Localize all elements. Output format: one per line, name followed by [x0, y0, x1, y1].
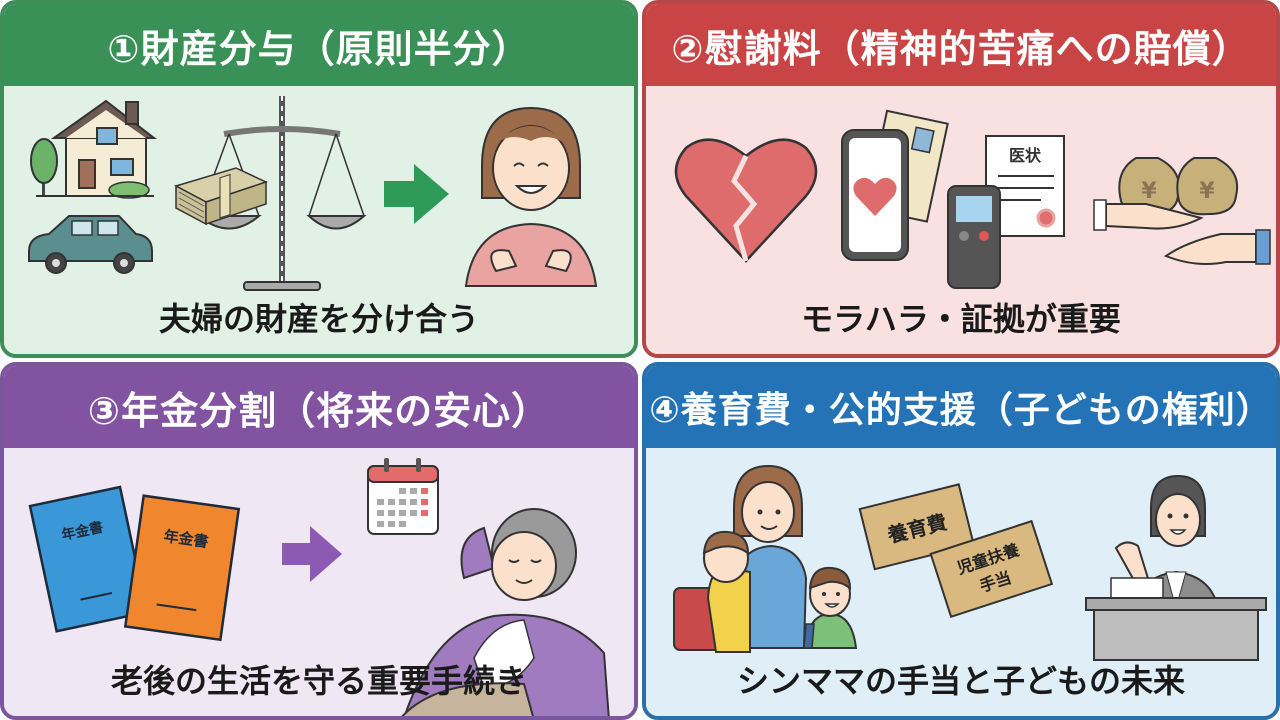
panel-title: ①財産分与（原則半分） [4, 4, 634, 86]
smartphone-icon [841, 129, 909, 261]
counter-staff-icon [1085, 474, 1267, 661]
relaxed-elderly-woman-icon [401, 508, 610, 716]
arrow-right-icon [282, 526, 342, 582]
panel-title: ④養育費・公的支援（子どもの権利） [646, 366, 1276, 448]
panel-caption: モラハラ・証拠が重要 [801, 300, 1121, 338]
panel-caption: 夫婦の財産を分け合う [158, 300, 479, 338]
hands-icon [1093, 199, 1271, 265]
balance-scale-icon [196, 96, 367, 291]
arrow-right-icon [384, 164, 449, 224]
smiling-woman-icon [464, 106, 598, 287]
panel-child-support: ④養育費・公的支援（子どもの権利） [642, 362, 1280, 720]
panel-body: 医状 ¥ ¥ [646, 86, 1276, 354]
svg-text:¥: ¥ [1141, 179, 1157, 204]
calendar-icon [367, 458, 439, 535]
panel-caption: 老後の生活を守る重要手続き [110, 662, 527, 700]
svg-text:¥: ¥ [1199, 179, 1215, 204]
certificate-label: 医状 [1009, 146, 1042, 165]
tree-icon [30, 138, 58, 196]
pension-book-icon: 年金書 年金書 [28, 485, 241, 642]
panel-title: ③年金分割（将来の安心） [4, 366, 634, 448]
mother-children-icon [673, 464, 858, 653]
panel-consolation-money: ②慰謝料（精神的苦痛への賠償） 医状 [642, 0, 1280, 358]
panel-body: 年金書 年金書 [4, 448, 634, 716]
house-icon [36, 99, 157, 199]
panel-body: 夫婦の財産を分け合う [4, 86, 634, 354]
panel-pension-division: ③年金分割（将来の安心） 年金書 年金書 [0, 362, 638, 720]
money-stack-icon [174, 167, 269, 226]
panel-title: ②慰謝料（精神的苦痛への賠償） [646, 4, 1276, 86]
panel-caption: シンママの手当と子どもの未来 [736, 662, 1185, 700]
car-icon [28, 215, 153, 274]
broken-heart-icon [674, 138, 818, 263]
sign-card-icon: 養育費 児童扶養 手当 [858, 483, 1054, 618]
voice-recorder-icon [947, 185, 1001, 289]
panel-property-division: ①財産分与（原則半分） [0, 0, 638, 358]
panel-body: 養育費 児童扶養 手当 シンママの手当と子ど [646, 448, 1276, 716]
